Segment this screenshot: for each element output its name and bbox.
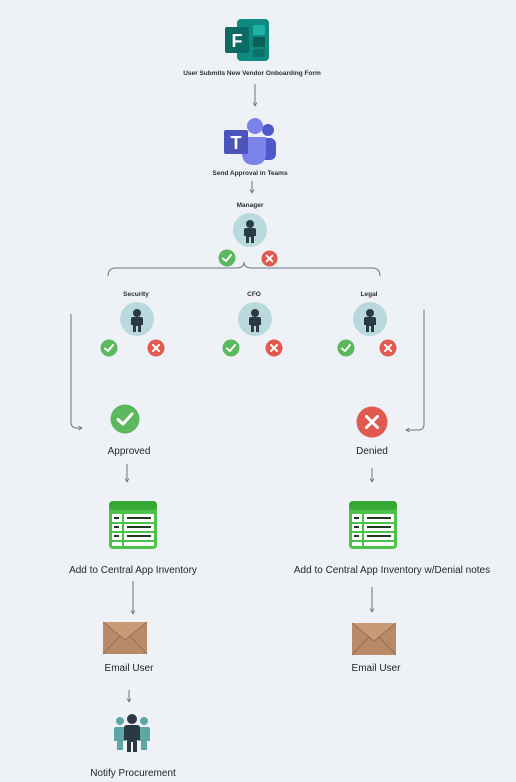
submit-form-label: User Submits New Vendor Onboarding Form bbox=[183, 70, 321, 77]
inventory-table-icon-right bbox=[348, 500, 398, 550]
manager-label: Manager bbox=[236, 202, 264, 209]
legal-label: Legal bbox=[360, 291, 378, 298]
legal-deny-icon bbox=[379, 339, 397, 357]
microsoft-teams-icon: T bbox=[222, 117, 278, 167]
denied-x-icon bbox=[356, 406, 388, 438]
inventory-left-label: Add to Central App Inventory bbox=[69, 565, 197, 576]
email-envelope-icon-left bbox=[102, 621, 148, 655]
email-left-label: Email User bbox=[104, 663, 154, 674]
denied-label: Denied bbox=[356, 446, 388, 457]
manager-approve-icon bbox=[218, 249, 236, 267]
security-person-icon bbox=[119, 301, 155, 337]
inventory-right-label: Add to Central App Inventory w/Denial no… bbox=[293, 565, 491, 576]
email-right-label: Email User bbox=[351, 663, 401, 674]
cfo-person-icon bbox=[237, 301, 273, 337]
arrow-right-to-denied bbox=[405, 310, 425, 433]
legal-approve-icon bbox=[337, 339, 355, 357]
svg-text:T: T bbox=[231, 133, 242, 153]
email-envelope-icon-right bbox=[351, 622, 397, 656]
approved-label: Approved bbox=[107, 446, 151, 457]
manager-deny-icon bbox=[261, 250, 278, 267]
cfo-approve-icon bbox=[222, 339, 240, 357]
approver-brace bbox=[107, 261, 381, 277]
svg-text:F: F bbox=[232, 31, 243, 51]
send-approval-label: Send Approval in Teams bbox=[212, 170, 288, 177]
cfo-deny-icon bbox=[265, 339, 283, 357]
cfo-label: CFO bbox=[247, 291, 261, 298]
inventory-table-icon-left bbox=[108, 500, 158, 550]
procurement-group-icon bbox=[112, 713, 152, 753]
notify-procurement-label: Notify Procurement bbox=[90, 768, 176, 779]
approved-check-icon bbox=[110, 404, 140, 434]
security-approve-icon bbox=[100, 339, 118, 357]
manager-person-icon bbox=[232, 212, 268, 248]
legal-person-icon bbox=[352, 301, 388, 337]
arrow-left-to-approved bbox=[70, 314, 83, 431]
microsoft-forms-icon: F bbox=[223, 17, 271, 63]
security-deny-icon bbox=[147, 339, 165, 357]
security-label: Security bbox=[123, 291, 149, 298]
